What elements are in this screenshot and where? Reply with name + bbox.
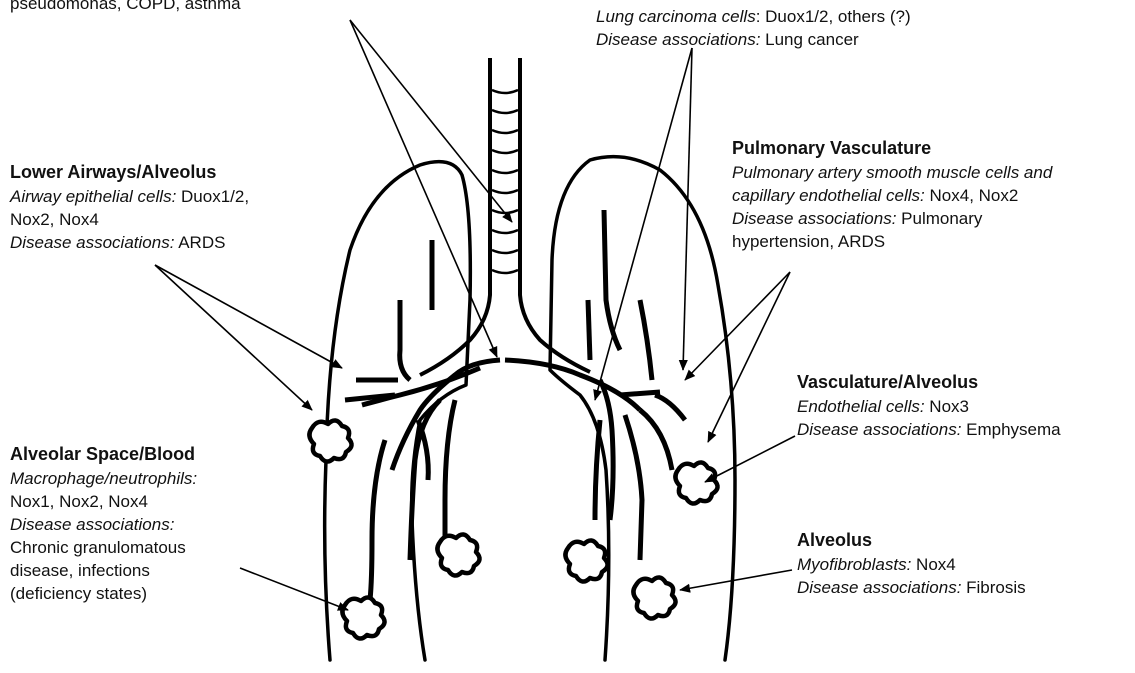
trachea (420, 58, 590, 375)
alveolar-space-line5: disease, infections (10, 559, 197, 582)
vasculature-alveolus-title: Vasculature/Alveolus (797, 370, 1061, 395)
label-lung-carcinoma: Lung carcinoma cells: Duox1/2, others (?… (596, 5, 911, 51)
lower-airways-line1: Airway epithelial cells: Duox1/2, (10, 185, 249, 208)
enzyme-text: Nox4 (911, 555, 955, 574)
alveolus-title: Alveolus (797, 528, 1026, 553)
pulmonary-vasculature-line1: Pulmonary artery smooth muscle cells and (732, 161, 1052, 184)
alveolus-line1: Myofibroblasts: Nox4 (797, 553, 1026, 576)
arrow-vasculature-alveolus (705, 436, 795, 482)
label-pulmonary-vasculature: Pulmonary Vasculature Pulmonary artery s… (732, 136, 1052, 253)
alveolar-space-line2: Nox1, Nox2, Nox4 (10, 490, 197, 513)
arrow-carcinoma-left (595, 48, 692, 400)
lower-airways-line3: Disease associations: ARDS (10, 231, 249, 254)
lower-airways-title: Lower Airways/Alveolus (10, 160, 249, 185)
disease-assoc-label: Disease associations: (797, 578, 961, 597)
disease-assoc-label: Disease associations: (10, 233, 174, 252)
arrow-vasculature-1 (685, 272, 790, 380)
vasculature-alveolus-line1: Endothelial cells: Nox3 (797, 395, 1061, 418)
alveolus-cluster-2 (437, 534, 479, 575)
label-lower-airways: Lower Airways/Alveolus Airway epithelial… (10, 160, 249, 254)
enzyme-text: : Duox1/2, others (?) (756, 7, 911, 26)
pulmonary-vasculature-line3: Disease associations: Pulmonary (732, 207, 1052, 230)
arrow-alveolar-space (240, 568, 348, 610)
disease-text: ARDS (174, 233, 225, 252)
cell-type-text: Airway epithelial cells: (10, 187, 176, 206)
disease-text: Lung cancer (760, 30, 858, 49)
cell-type-text: capillary endothelial cells: (732, 186, 925, 205)
cell-type-text: Myofibroblasts: (797, 555, 911, 574)
left-lung-outline (325, 162, 471, 660)
disease-text: Fibrosis (961, 578, 1025, 597)
alveolar-space-line4: Chronic granulomatous (10, 536, 197, 559)
lung-carcinoma-line1: Lung carcinoma cells: Duox1/2, others (?… (596, 5, 911, 28)
label-alveolus: Alveolus Myofibroblasts: Nox4 Disease as… (797, 528, 1026, 599)
alveolus-cluster-1 (309, 420, 351, 461)
disease-text: Emphysema (961, 420, 1060, 439)
arrow-lower-airways-2 (155, 265, 312, 410)
alveolar-space-line6: (deficiency states) (10, 582, 197, 605)
label-upper-airways: pseudomonas, COPD, asthma (10, 0, 241, 15)
enzyme-text: Duox1/2, (176, 187, 249, 206)
annotation-arrows (155, 20, 795, 610)
alveolar-space-line3: Disease associations: (10, 513, 197, 536)
upper-airways-line1: pseudomonas, COPD, asthma (10, 0, 241, 15)
pulmonary-vasculature-line2: capillary endothelial cells: Nox4, Nox2 (732, 184, 1052, 207)
disease-assoc-label: Disease associations: (797, 420, 961, 439)
label-alveolar-space: Alveolar Space/Blood Macrophage/neutroph… (10, 442, 197, 605)
pulmonary-vasculature-line4: hypertension, ARDS (732, 230, 1052, 253)
cell-type-text: Endothelial cells: (797, 397, 925, 416)
cell-type-text: Macrophage/neutrophils: (10, 469, 197, 488)
enzyme-text: Nox3 (925, 397, 969, 416)
vasculature-alveolus-line2: Disease associations: Emphysema (797, 418, 1061, 441)
alveolus-cluster-5 (633, 577, 675, 618)
arrow-upper-airways-trachea (350, 20, 512, 222)
enzyme-text: Nox4, Nox2 (925, 186, 1019, 205)
lung-carcinoma-line2: Disease associations: Lung cancer (596, 28, 911, 51)
disease-assoc-label: Disease associations: (596, 30, 760, 49)
arrow-upper-airways-bronchus (350, 20, 497, 357)
pulmonary-vasculature-title: Pulmonary Vasculature (732, 136, 1052, 161)
alveolus-cluster-4 (565, 540, 607, 581)
alveolar-space-title: Alveolar Space/Blood (10, 442, 197, 467)
alveolus-cluster-6 (675, 462, 717, 503)
arrow-alveolus (680, 570, 792, 590)
label-vasculature-alveolus: Vasculature/Alveolus Endothelial cells: … (797, 370, 1061, 441)
lower-airways-line2: Nox2, Nox4 (10, 208, 249, 231)
trachea-rings (492, 90, 518, 273)
disease-assoc-label: Disease associations: (732, 209, 896, 228)
disease-assoc-label: Disease associations: (10, 515, 174, 534)
cell-type-text: Lung carcinoma cells (596, 7, 756, 26)
alveolar-space-line1: Macrophage/neutrophils: (10, 467, 197, 490)
arrow-lower-airways-1 (155, 265, 342, 368)
disease-text: Pulmonary (896, 209, 982, 228)
right-bronchial-tree (505, 210, 685, 560)
alveolus-cluster-3 (342, 597, 384, 638)
arrow-carcinoma-right (683, 48, 692, 370)
alveolus-line2: Disease associations: Fibrosis (797, 576, 1026, 599)
cell-type-text: Pulmonary artery smooth muscle cells and (732, 163, 1052, 182)
